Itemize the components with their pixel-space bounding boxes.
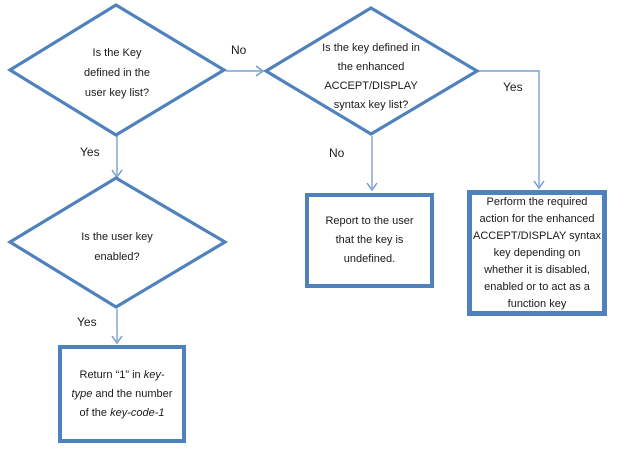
text-line: enabled or to act as a	[484, 280, 590, 293]
text-line: Return “1” in key-	[62, 366, 182, 385]
text-segment: Return “1” in	[79, 368, 144, 381]
process-report-undefined: Report to the user that the key is undef…	[305, 193, 434, 288]
decision-user-key-enabled-text: Is the user key enabled?	[37, 227, 197, 267]
text-segment-italic: key-	[143, 368, 165, 381]
edge-label-yes-to-return: Yes	[77, 315, 97, 329]
edge-label-no-to-report: No	[329, 146, 345, 160]
decision-user-key-list-shape	[6, 3, 228, 137]
text-line: key depending on	[493, 246, 581, 259]
text-line: defined in the	[83, 67, 151, 79]
text-line: that the key is	[335, 234, 404, 246]
text-line: user key list?	[84, 87, 150, 99]
decision-enhanced-syntax-list-text: Is the key defined in the enhanced ACCEP…	[286, 39, 456, 115]
arrowhead-down-icon	[533, 180, 545, 190]
text-line: enabled?	[94, 251, 140, 263]
process-perform-action: Perform the required action for the enha…	[467, 190, 607, 316]
text-segment: and the number	[92, 387, 173, 400]
arrowhead-down-icon	[366, 182, 378, 192]
arrowhead-down-icon	[111, 335, 123, 345]
text-line: Is the key defined in	[322, 42, 420, 54]
text-line: undefined.	[343, 253, 396, 265]
edge-label-yes-to-enabled: Yes	[80, 145, 100, 159]
text-line: Is the user key	[81, 231, 153, 243]
text-segment-italic: type	[71, 387, 93, 400]
text-segment-italic: key-code-1	[110, 406, 165, 419]
text-line: action for the enhanced	[479, 212, 595, 225]
text-line: function key	[507, 297, 567, 310]
process-return-key-type: Return “1” in key- type and the number o…	[58, 345, 186, 443]
decision-user-key-enabled-shape	[6, 176, 229, 309]
text-line: of the key-code-1	[62, 404, 182, 423]
decision-user-key-list-text: Is the Key defined in the user key list?	[37, 43, 197, 103]
text-segment: of the	[79, 406, 111, 419]
text-line: syntax key list?	[333, 99, 409, 111]
edge-label-yes-to-perform: Yes	[503, 80, 523, 94]
text-line: type and the number	[62, 385, 182, 404]
text-line: Perform the required	[486, 195, 588, 208]
text-line: ACCEPT/DISPLAY	[324, 80, 418, 92]
edge-label-no-to-enhanced: No	[231, 43, 247, 57]
text-line: Report to the user	[325, 215, 414, 227]
text-line: Is the Key	[92, 47, 142, 59]
text-line: whether it is disabled,	[484, 263, 590, 276]
text-line: ACCEPT/DISPLAY syntax	[473, 229, 601, 242]
decision-enhanced-syntax-list-shape	[262, 6, 481, 136]
connector-yes-to-perform	[479, 70, 540, 186]
text-line: the enhanced	[337, 61, 405, 73]
